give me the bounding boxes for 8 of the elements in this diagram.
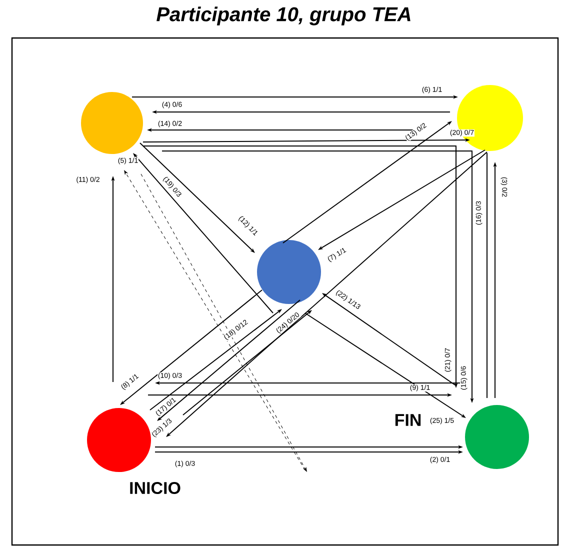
node-caption: INICIO bbox=[130, 482, 180, 494]
title: Participante 10, grupo TEA bbox=[156, 6, 410, 26]
state-circle bbox=[465, 405, 529, 469]
state-circle bbox=[81, 92, 143, 154]
state-circle bbox=[257, 240, 321, 304]
state-circle bbox=[87, 408, 151, 472]
arrow bbox=[140, 142, 255, 253]
node-caption: FIN bbox=[395, 414, 421, 426]
